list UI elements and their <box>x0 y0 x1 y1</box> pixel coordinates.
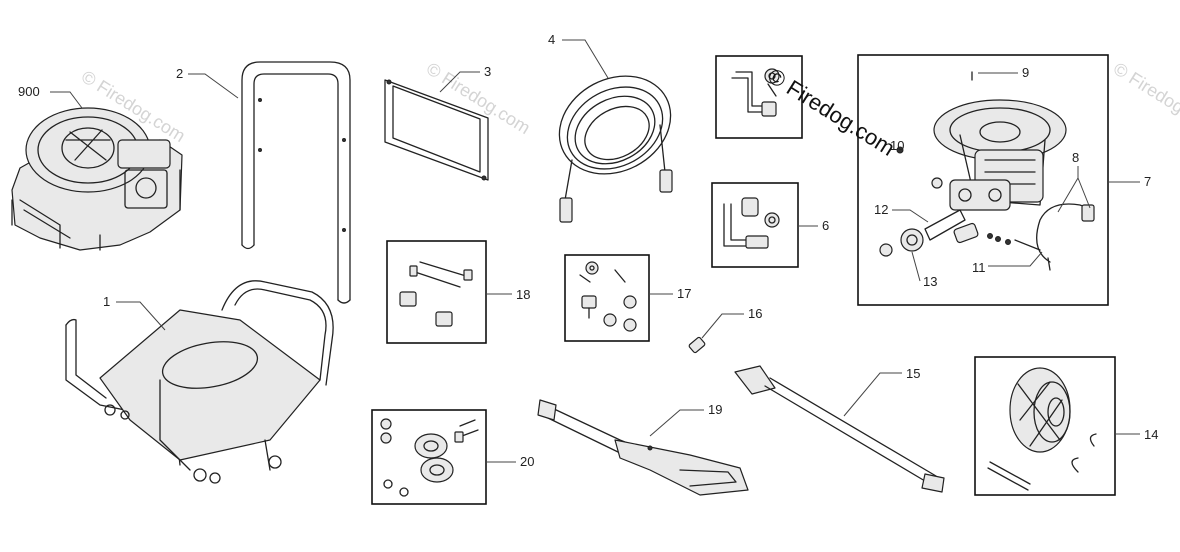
callout-2: 2 <box>176 66 183 81</box>
frame-part-1[interactable] <box>65 280 334 484</box>
spray-gun-part-19[interactable] <box>537 399 749 496</box>
callout-8: 8 <box>1072 150 1079 165</box>
leader-1 <box>116 301 166 331</box>
callout-11: 11 <box>972 260 986 275</box>
lance-part-15[interactable] <box>734 365 945 493</box>
leader-16 <box>701 313 744 339</box>
callout-16: 16 <box>748 306 762 321</box>
wheel-kit-part-14[interactable] <box>974 356 1116 496</box>
callout-1: 1 <box>103 294 110 309</box>
callout-6: 6 <box>822 218 829 233</box>
leader-900 <box>50 91 83 109</box>
hardware-kit-part-17[interactable] <box>564 254 650 342</box>
callout-900: 900 <box>18 84 40 99</box>
leader-11 <box>988 251 1043 267</box>
callout-9: 9 <box>1022 65 1029 80</box>
leader-3 <box>439 71 480 93</box>
callout-17: 17 <box>677 286 691 301</box>
callout-4: 4 <box>548 32 555 47</box>
callout-15: 15 <box>906 366 920 381</box>
watermark-2: © Firedog.com <box>423 58 534 138</box>
callout-13: 13 <box>923 274 937 289</box>
panel-part-3[interactable] <box>384 79 489 181</box>
engine-part-900[interactable] <box>11 107 183 251</box>
leader-12 <box>892 209 929 223</box>
pump-assembly-part-7[interactable] <box>857 54 1109 306</box>
callout-10: 10 <box>890 138 904 153</box>
leader-2 <box>188 73 239 99</box>
callout-20: 20 <box>520 454 534 469</box>
handle-part-2[interactable] <box>241 61 351 304</box>
watermark-3: © Firedog.com <box>1110 58 1180 138</box>
fitting-part-16[interactable] <box>688 336 706 354</box>
callout-19: 19 <box>708 402 722 417</box>
watermark-prominent: © Firedog.com <box>763 63 899 161</box>
leader-8 <box>1057 166 1091 213</box>
wheel-hardware-kit-part-20[interactable] <box>371 409 487 505</box>
callout-12: 12 <box>874 202 888 217</box>
callout-18: 18 <box>516 287 530 302</box>
leader-15 <box>843 372 902 417</box>
callout-3: 3 <box>484 64 491 79</box>
hose-part-4[interactable] <box>542 57 688 223</box>
bolt-kit-part-18[interactable] <box>386 240 487 344</box>
leader-19 <box>649 409 704 437</box>
leader-4 <box>562 39 609 79</box>
fitting-kit-top[interactable] <box>715 55 803 139</box>
callout-7: 7 <box>1144 174 1151 189</box>
callout-14: 14 <box>1144 427 1158 442</box>
fitting-kit-part-6[interactable] <box>711 182 799 268</box>
leader-13 <box>911 251 921 282</box>
